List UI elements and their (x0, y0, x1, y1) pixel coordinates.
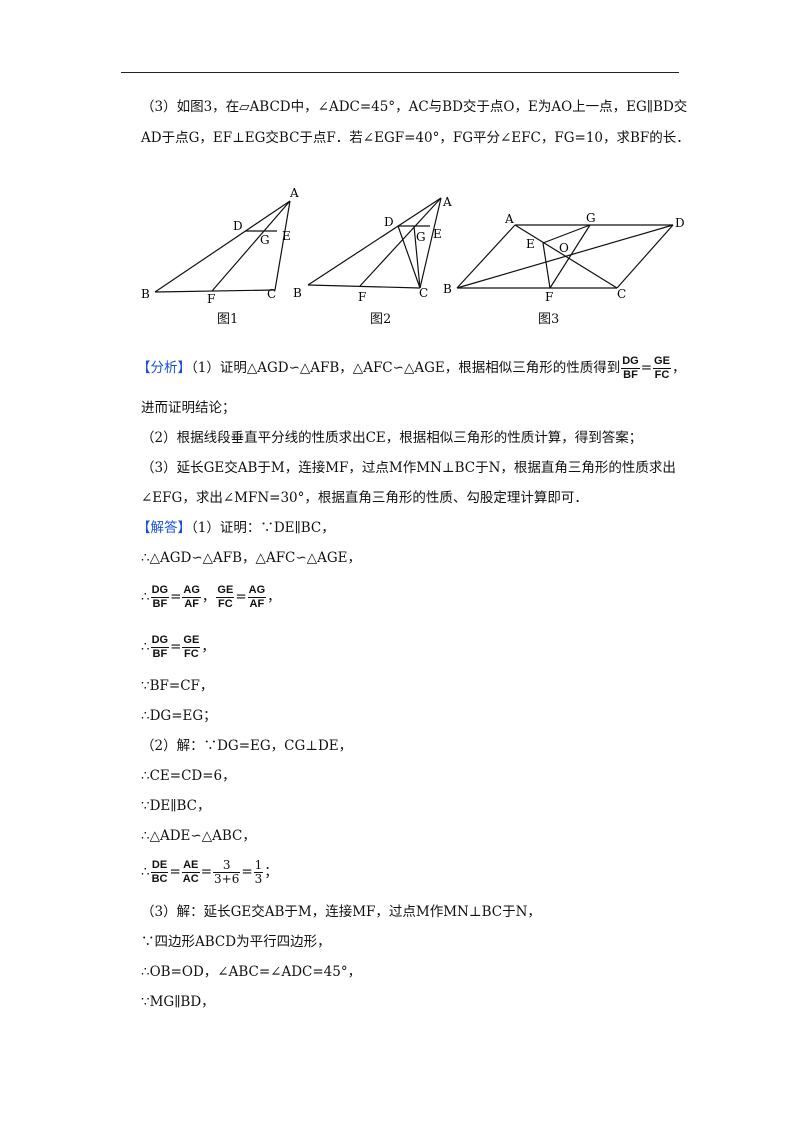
analysis-text-1: （1）证明△AGD∽△AFB，△AFC∽△AGE，根据相似三角形的性质得到 (191, 360, 621, 376)
solution-line-14: ∴OB=OD，∠ABC=∠ADC=45°， (141, 964, 362, 980)
fig1-label-e: E (282, 229, 291, 243)
solution-line-6: ∴DG=EG； (141, 708, 217, 724)
solution-line-9: ∵DE∥BC， (141, 798, 211, 814)
figures: A D G E B F C A D G E B F C A (141, 186, 685, 306)
solution-line-2: ∴△AGD∽△AFB，△AFC∽△AGE， (141, 550, 361, 566)
solution-line-10: ∴△ADE∽△ABC， (141, 828, 256, 844)
figure-2-caption: 图2 (370, 312, 392, 327)
problem-line-2: AD于点G，EF⊥EG交BC于点F．若∠EGF=40°，FG平分∠EFC，FG=… (141, 130, 690, 146)
solution-line-8: ∴CE=CD=6， (141, 768, 236, 784)
solution-line-15: ∵MG∥BD， (141, 994, 215, 1010)
fig2-label-a: A (442, 195, 452, 209)
solution-line-1: 【解答】（1）证明：∵DE∥BC， (137, 520, 335, 536)
solution-line-7: （2）解：∵DG=EG，CG⊥DE， (141, 738, 353, 754)
figure-1-labels: A D G E B F C (141, 186, 299, 306)
fig1-label-g: G (260, 233, 270, 247)
solution-tag: 【解答】 (137, 520, 191, 536)
fig3-label-o: O (559, 241, 569, 255)
fig3-label-e: E (526, 237, 535, 251)
fig2-label-d: D (384, 215, 394, 229)
fig3-label-d: D (675, 216, 685, 230)
analysis-line-3a: （3）延长GE交AB于M，连接MF，过点M作MN⊥BC于N，根据直角三角形的性质… (141, 460, 676, 476)
fig2-label-f: F (358, 290, 366, 304)
fig1-label-f: F (207, 292, 215, 306)
solution-line-13: ∵四边形ABCD为平行四边形， (141, 934, 331, 950)
fig3-label-f: F (545, 290, 553, 304)
analysis-tag: 【分析】 (137, 360, 191, 376)
fig1-label-c: C (267, 287, 276, 301)
fig2-label-c: C (419, 286, 428, 300)
solution-line-12: （3）解：延长GE交AB于M，连接MF，过点M作MN⊥BC于N， (141, 904, 541, 920)
problem-line-1: （3）如图3，在▱ABCD中，∠ADC=45°，AC与BD交于点O，E为AO上一… (141, 99, 688, 115)
fig1-label-a: A (289, 186, 299, 200)
header-rule (121, 72, 679, 73)
solution-line-5: ∵BF=CF， (141, 678, 214, 694)
fig2-label-g: G (416, 230, 426, 244)
fig1-label-d: D (233, 219, 243, 233)
analysis-line-2: （2）根据线段垂直平分线的性质求出CE，根据相似三角形的性质计算，得到答案； (141, 430, 643, 446)
fig3-label-b: B (443, 282, 452, 296)
analysis-line-1-cont: 进而证明结论； (141, 400, 236, 416)
analysis-line-3b: ∠EFG，求出∠MFN=30°，根据直角三角形的性质、勾股定理计算即可． (141, 490, 588, 506)
fig3-label-c: C (617, 287, 626, 301)
figure-2-labels: A D G E B F C (293, 195, 452, 304)
figure-3-labels: A G D E O B F C (443, 211, 685, 304)
figure-1-diagram (154, 200, 291, 293)
figure-3-caption: 图3 (538, 312, 560, 327)
fig3-label-g: G (586, 211, 596, 225)
analysis-line-1: 【分析】（1）证明△AGD∽△AFB，△AFC∽△AGE，根据相似三角形的性质得… (137, 355, 686, 381)
fig2-label-b: B (293, 286, 302, 300)
figure-1-caption: 图1 (217, 312, 239, 327)
figure-2-diagram (307, 197, 442, 289)
fig2-label-e: E (433, 227, 442, 241)
fig1-label-b: B (141, 287, 150, 301)
fig3-label-a: A (504, 212, 514, 226)
figure-3-diagram (456, 224, 674, 289)
